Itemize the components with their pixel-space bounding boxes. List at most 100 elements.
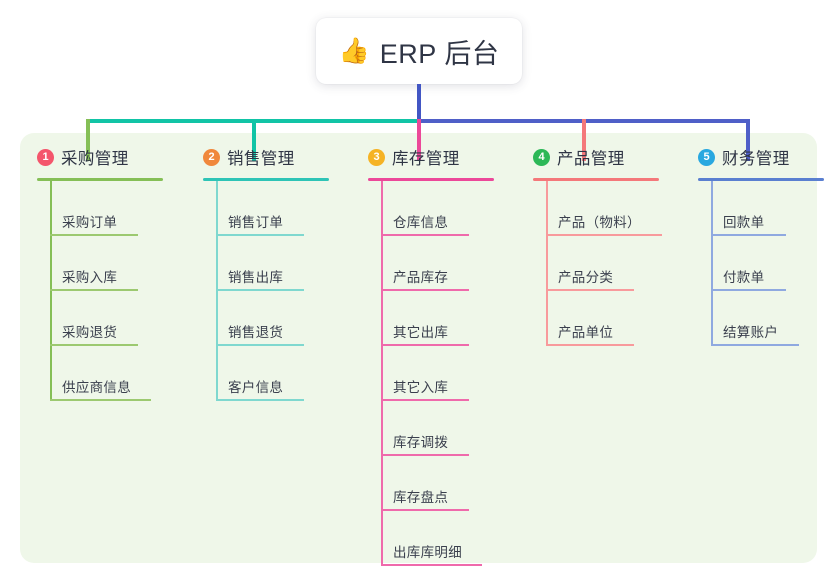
branch-items: 销售订单 销售出库 销售退货 客户信息: [186, 181, 356, 401]
branch-underline: [37, 178, 163, 181]
item-rule: [216, 234, 304, 236]
list-item[interactable]: 销售订单: [216, 181, 356, 236]
branch-drop-5: [746, 119, 750, 161]
list-item[interactable]: 客户信息: [216, 346, 356, 401]
item-label: 采购入库: [62, 270, 118, 285]
branch-header[interactable]: 3 库存管理: [351, 145, 526, 169]
branch-badge: 3: [368, 148, 385, 166]
list-item[interactable]: 产品单位: [546, 291, 691, 346]
list-item[interactable]: 采购订单: [50, 181, 190, 236]
list-item[interactable]: 结算账户: [711, 291, 839, 346]
branch-spine: [381, 181, 383, 566]
item-label: 其它入库: [393, 380, 449, 395]
item-rule: [381, 564, 482, 566]
branch-items: 回款单 付款单 结算账户: [681, 181, 839, 346]
branch-title: 采购管理: [61, 150, 129, 168]
list-item[interactable]: 销售退货: [216, 291, 356, 346]
branch-badge: 1: [37, 148, 54, 166]
item-label: 回款单: [723, 215, 765, 230]
list-item[interactable]: 库存调拨: [381, 401, 526, 456]
branch-underline: [368, 178, 494, 181]
item-label: 产品库存: [393, 270, 449, 285]
item-label: 销售订单: [228, 215, 284, 230]
branch-items: 仓库信息 产品库存 其它出库 其它入库 库存调拨 库存盘点: [351, 181, 526, 566]
branch-drop-1: [86, 119, 90, 161]
item-rule: [381, 234, 469, 236]
item-label: 付款单: [723, 270, 765, 285]
branch-badge: 4: [533, 148, 550, 166]
root-node[interactable]: 👍 ERP 后台: [316, 18, 522, 84]
branch-title: 库存管理: [392, 150, 460, 168]
item-rule: [381, 399, 469, 401]
branch-finance[interactable]: 5 财务管理 回款单 付款单 结算账户: [681, 145, 839, 346]
branch-underline: [698, 178, 824, 181]
list-item[interactable]: 采购退货: [50, 291, 190, 346]
item-rule: [381, 289, 469, 291]
item-label: 销售退货: [228, 325, 284, 340]
list-item[interactable]: 库存盘点: [381, 456, 526, 511]
item-rule: [711, 234, 786, 236]
branch-title: 产品管理: [557, 150, 625, 168]
branch-purchasing[interactable]: 1 采购管理 采购订单 采购入库 采购退货 供应商信息: [20, 145, 190, 401]
list-item[interactable]: 出库库明细: [381, 511, 526, 566]
item-rule: [546, 344, 634, 346]
item-rule: [546, 234, 662, 236]
branch-header[interactable]: 4 产品管理: [516, 145, 691, 169]
item-rule: [711, 289, 786, 291]
item-label: 其它出库: [393, 325, 449, 340]
branch-badge: 5: [698, 148, 715, 166]
branch-badge: 2: [203, 148, 220, 166]
branch-underline: [533, 178, 659, 181]
branch-title: 销售管理: [227, 150, 295, 168]
branch-spine: [711, 181, 713, 346]
branch-items: 产品（物料） 产品分类 产品单位: [516, 181, 691, 346]
list-item[interactable]: 采购入库: [50, 236, 190, 291]
branch-spine: [50, 181, 52, 401]
list-item[interactable]: 销售出库: [216, 236, 356, 291]
item-rule: [216, 289, 304, 291]
item-rule: [381, 454, 469, 456]
branch-spine: [546, 181, 548, 346]
list-item[interactable]: 产品（物料）: [546, 181, 691, 236]
branch-drop-3: [417, 119, 421, 161]
list-item[interactable]: 回款单: [711, 181, 839, 236]
list-item[interactable]: 产品库存: [381, 236, 526, 291]
item-rule: [381, 344, 469, 346]
item-label: 产品分类: [558, 270, 614, 285]
item-label: 产品（物料）: [558, 215, 641, 230]
list-item[interactable]: 产品分类: [546, 236, 691, 291]
item-label: 库存调拨: [393, 435, 449, 450]
list-item[interactable]: 仓库信息: [381, 181, 526, 236]
branch-sales[interactable]: 2 销售管理 销售订单 销售出库 销售退货 客户信息: [186, 145, 356, 401]
item-label: 出库库明细: [393, 545, 462, 560]
item-rule: [50, 234, 138, 236]
branch-drop-4: [582, 119, 586, 161]
branch-header[interactable]: 1 采购管理: [20, 145, 190, 169]
branch-spine: [216, 181, 218, 401]
branch-inventory[interactable]: 3 库存管理 仓库信息 产品库存 其它出库 其它入库 库存调拨: [351, 145, 526, 566]
branch-drop-2: [252, 119, 256, 161]
branch-header[interactable]: 5 财务管理: [681, 145, 839, 169]
item-label: 产品单位: [558, 325, 614, 340]
root-trunk-line: [417, 84, 421, 122]
background-panel: [20, 133, 817, 563]
item-label: 采购退货: [62, 325, 118, 340]
list-item[interactable]: 其它出库: [381, 291, 526, 346]
list-item[interactable]: 其它入库: [381, 346, 526, 401]
item-rule: [50, 344, 138, 346]
item-rule: [50, 399, 151, 401]
item-label: 客户信息: [228, 380, 284, 395]
list-item[interactable]: 供应商信息: [50, 346, 190, 401]
item-rule: [216, 399, 304, 401]
list-item[interactable]: 付款单: [711, 236, 839, 291]
thumbs-up-icon: 👍: [338, 36, 370, 65]
item-label: 供应商信息: [62, 380, 131, 395]
branch-product[interactable]: 4 产品管理 产品（物料） 产品分类 产品单位: [516, 145, 691, 346]
branch-underline: [203, 178, 329, 181]
branch-header[interactable]: 2 销售管理: [186, 145, 356, 169]
item-label: 销售出库: [228, 270, 284, 285]
item-label: 仓库信息: [393, 215, 449, 230]
item-rule: [50, 289, 138, 291]
root-title: ERP 后台: [379, 38, 500, 69]
